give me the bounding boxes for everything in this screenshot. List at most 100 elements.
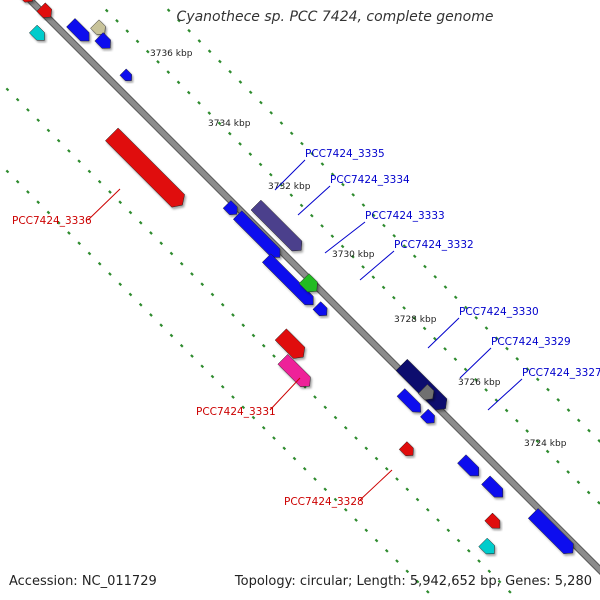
gene-arrow: [277, 353, 311, 388]
tick-guide-dash: [238, 80, 243, 84]
tick-guide-dash: [556, 459, 560, 464]
tick-guide-dash: [56, 138, 61, 143]
tick-guide-dash: [477, 559, 481, 563]
tick-guide-dash: [67, 149, 71, 153]
tick-guide-dash: [566, 470, 570, 474]
tick-guide-dash: [313, 395, 317, 399]
gene-label-leader: [487, 378, 523, 411]
tick-guide-dash: [159, 323, 164, 328]
tick-guide-dash: [412, 254, 417, 259]
scale-tick-label: 3726 kbp: [458, 378, 501, 388]
tick-guide-dash: [268, 172, 273, 177]
gene-arrow: [527, 508, 574, 554]
tick-guide-dash: [354, 436, 358, 440]
tick-guide-dash: [546, 387, 550, 392]
gene-label: PCC7424_3334: [330, 174, 410, 186]
gene-label-leader: [297, 185, 331, 216]
tick-guide-dash: [241, 323, 246, 328]
tick-guide-dash: [333, 497, 338, 502]
tick-guide-dash: [443, 347, 447, 351]
gene-arrow: [398, 441, 414, 457]
tick-guide-dash: [135, 39, 140, 44]
tick-guide-dash: [507, 590, 512, 594]
tick-guide-dash: [179, 261, 184, 266]
tick-guide-dash: [269, 110, 274, 115]
tick-guide-dash: [36, 200, 41, 205]
tick-guide-dash: [282, 446, 287, 451]
tick-guide-dash: [197, 39, 202, 43]
gene-arrow: [66, 18, 90, 42]
tick-guide-dash: [210, 374, 215, 379]
tick-guide-dash: [218, 59, 222, 64]
gene-label-leader: [427, 317, 460, 349]
tick-guide-dash: [320, 162, 325, 166]
tick-guide-dash: [177, 18, 181, 23]
gene-arrow: [417, 383, 435, 401]
tick-guide-dash: [46, 210, 51, 215]
gene-arrow: [478, 537, 495, 555]
tick-guide-dash: [179, 343, 184, 348]
tick-guide-dash: [26, 108, 30, 112]
gene-label: PCC7424_3327: [522, 367, 600, 379]
tick-guide-dash: [46, 128, 51, 133]
tick-guide-dash: [5, 87, 10, 92]
scale-tick-label: 3736 kbp: [150, 49, 193, 59]
tick-guide-dash: [515, 357, 520, 361]
tick-guide-dash: [241, 405, 246, 410]
genome-summary-text: Topology: circular; Length: 5,942,652 bp…: [234, 574, 592, 589]
tick-guide-dash: [423, 264, 427, 269]
tick-guide-dash: [87, 251, 92, 256]
tick-guide-dash: [302, 466, 307, 471]
tick-guide-dash: [412, 316, 417, 321]
gene-arrow: [105, 127, 185, 208]
tick-guide-dash: [220, 384, 225, 389]
tick-guide-dash: [364, 446, 369, 451]
tick-guide-dash: [323, 487, 328, 492]
gene-label: PCC7424_3330: [459, 306, 539, 318]
tick-guide-dash: [227, 131, 232, 136]
tick-guide-dash: [464, 305, 468, 310]
tick-guide-dash: [587, 428, 591, 433]
tick-guide-dash: [118, 282, 123, 287]
tick-guide-dash: [272, 354, 276, 358]
tick-guide-dash: [128, 210, 133, 215]
tick-guide-dash: [371, 213, 376, 218]
tick-guide-dash: [261, 343, 266, 348]
tick-guide-dash: [217, 121, 222, 126]
tick-guide-dash: [384, 466, 389, 471]
tick-guide-dash: [505, 346, 509, 351]
gene-arrow: [28, 24, 45, 41]
gene-label: PCC7424_3331: [196, 406, 276, 418]
tick-guide-dash: [374, 538, 379, 543]
tick-guide-dash: [26, 190, 30, 194]
gene-arrow: [298, 273, 318, 293]
gene-label-leader: [359, 250, 395, 281]
tick-guide-dash: [77, 159, 82, 164]
tick-guide-dash: [576, 480, 581, 485]
scale-tick-label: 3734 kbp: [208, 119, 251, 129]
tick-guide-dash: [361, 203, 366, 207]
gene-arrow: [312, 301, 328, 317]
tick-guide-dash: [200, 282, 205, 287]
tick-guide-dash: [422, 326, 427, 331]
tick-guide-dash: [197, 101, 201, 105]
tick-guide-dash: [474, 377, 478, 382]
tick-guide-dash: [261, 425, 266, 430]
tick-guide-dash: [484, 326, 489, 330]
tick-guide-dash: [466, 548, 471, 553]
tick-guide-dash: [313, 477, 317, 481]
tick-guide-dash: [186, 90, 191, 95]
tick-guide-dash: [341, 182, 345, 187]
tick-guide-dash: [453, 357, 458, 362]
gene-arrow: [36, 2, 52, 18]
tick-guide-dash: [231, 395, 235, 399]
gene-arrow: [94, 32, 111, 49]
tick-guide-dash: [299, 203, 304, 208]
tick-guide-dash: [176, 80, 181, 85]
tick-guide-dash: [405, 569, 410, 574]
gene-arrow: [22, 0, 33, 3]
gene-label-leader: [459, 347, 492, 379]
tick-guide-dash: [259, 100, 263, 105]
tick-guide-dash: [200, 364, 205, 369]
